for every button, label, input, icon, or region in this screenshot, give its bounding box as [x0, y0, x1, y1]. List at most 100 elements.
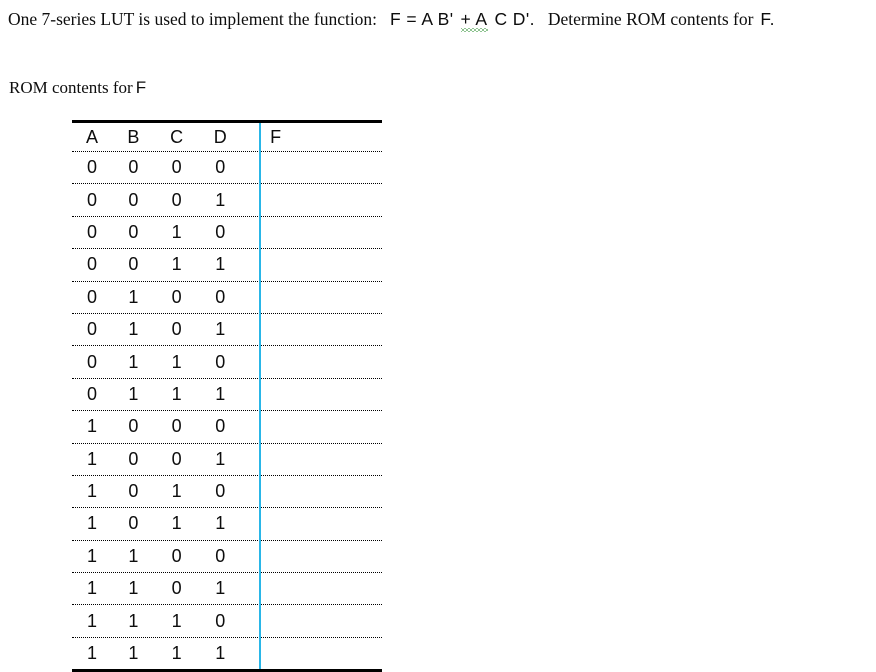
table-row: 0 0 0 1	[72, 183, 382, 215]
cell-input-c: 1	[171, 383, 182, 404]
table-row: 0 1 1 1	[72, 377, 382, 410]
column-header-c: C	[170, 126, 184, 147]
cell-input-d: 1	[215, 254, 226, 275]
cell-input-c: 0	[171, 416, 182, 437]
cell-input-a: 1	[87, 610, 98, 631]
cell-input-a: 1	[87, 545, 98, 566]
cell-input-d: 0	[215, 351, 226, 372]
cell-input-c: 1	[171, 351, 182, 372]
table-row: 0 0 1 0	[72, 215, 382, 248]
cell-input-d: 1	[215, 643, 226, 664]
cell-input-a: 0	[87, 383, 98, 404]
table-top-rule	[72, 120, 382, 123]
cell-input-d: 0	[215, 610, 226, 631]
cell-input-b: 0	[128, 254, 139, 275]
table-row: 1 1 0 0	[72, 539, 382, 572]
cell-input-a: 0	[87, 221, 98, 242]
cell-input-c: 0	[171, 545, 182, 566]
table-row: 1 0 1 0	[72, 474, 382, 507]
problem-statement-text: One 7-series LUT is used to implement th…	[8, 9, 378, 29]
cell-input-a: 0	[87, 319, 98, 340]
table-row: 0 1 0 0	[72, 280, 382, 313]
problem-statement-tail: Determine ROM contents for	[547, 9, 754, 29]
table-row: 1 0 0 1	[72, 442, 382, 475]
table-row: 1 1 0 1	[72, 572, 382, 604]
cell-input-b: 1	[128, 643, 139, 664]
formula-prefix: F = A B'	[390, 9, 454, 29]
cell-input-b: 1	[128, 383, 139, 404]
cell-input-b: 0	[128, 513, 139, 534]
table-row: 1 0 0 0	[72, 410, 382, 442]
cell-input-b: 1	[128, 545, 139, 566]
cell-input-a: 0	[87, 351, 98, 372]
input-output-divider	[259, 123, 261, 670]
cell-input-c: 0	[171, 578, 182, 599]
cell-input-a: 1	[87, 578, 98, 599]
cell-input-d: 1	[215, 383, 226, 404]
cell-input-c: 0	[171, 448, 182, 469]
cell-input-b: 1	[128, 610, 139, 631]
cell-input-a: 1	[87, 448, 98, 469]
cell-input-d: 0	[215, 157, 226, 178]
cell-input-d: 0	[215, 416, 226, 437]
cell-input-b: 1	[128, 351, 139, 372]
cell-input-d: 0	[215, 286, 226, 307]
cell-input-b: 1	[128, 319, 139, 340]
cell-input-d: 0	[215, 221, 226, 242]
cell-input-b: 0	[128, 481, 139, 502]
cell-input-b: 0	[128, 416, 139, 437]
cell-input-c: 1	[171, 481, 182, 502]
column-header-b: B	[127, 126, 140, 147]
cell-input-b: 0	[128, 157, 139, 178]
output-symbol: F.	[760, 9, 775, 29]
problem-statement: One 7-series LUT is used to implement th…	[8, 8, 775, 32]
cell-input-c: 1	[171, 513, 182, 534]
table-row: 0 0 0 0	[72, 151, 382, 183]
cell-input-c: 0	[171, 189, 182, 210]
cell-input-c: 0	[171, 157, 182, 178]
cell-input-a: 0	[87, 254, 98, 275]
column-header-a: A	[86, 126, 99, 147]
cell-input-c: 1	[171, 254, 182, 275]
cell-input-d: 1	[215, 189, 226, 210]
cell-input-a: 0	[87, 189, 98, 210]
cell-input-a: 1	[87, 416, 98, 437]
table-row: 1 1 1 0	[72, 604, 382, 636]
table-row: 1 0 1 1	[72, 507, 382, 539]
cell-input-a: 1	[87, 481, 98, 502]
cell-input-a: 1	[87, 643, 98, 664]
cell-input-c: 0	[171, 286, 182, 307]
cell-input-d: 0	[215, 481, 226, 502]
cell-input-d: 1	[215, 448, 226, 469]
cell-input-b: 0	[128, 189, 139, 210]
cell-input-d: 1	[215, 513, 226, 534]
table-row: 0 0 1 1	[72, 248, 382, 280]
cell-input-c: 1	[171, 221, 182, 242]
cell-input-a: 0	[87, 286, 98, 307]
cell-input-c: 1	[171, 610, 182, 631]
cell-input-b: 0	[128, 448, 139, 469]
cell-input-a: 1	[87, 513, 98, 534]
cell-input-b: 1	[128, 578, 139, 599]
formula-suffix: C D'.	[494, 9, 535, 29]
cell-input-c: 0	[171, 319, 182, 340]
section-label-symbol: F	[135, 78, 147, 97]
section-label-text: ROM contents for	[9, 78, 133, 97]
column-header-d: D	[213, 126, 227, 147]
table-header-row: A B C D F	[72, 123, 382, 151]
cell-input-c: 1	[171, 643, 182, 664]
table-row: 0 1 0 1	[72, 312, 382, 345]
table-row: 1 1 1 1	[72, 636, 382, 669]
cell-input-d: 0	[215, 545, 226, 566]
cell-input-d: 1	[215, 578, 226, 599]
formula-flagged-term: + A	[460, 9, 488, 32]
column-header-f: F	[270, 126, 282, 147]
cell-input-d: 1	[215, 319, 226, 340]
cell-input-b: 0	[128, 221, 139, 242]
table-row: 0 1 1 0	[72, 345, 382, 377]
cell-input-a: 0	[87, 157, 98, 178]
cell-input-b: 1	[128, 286, 139, 307]
